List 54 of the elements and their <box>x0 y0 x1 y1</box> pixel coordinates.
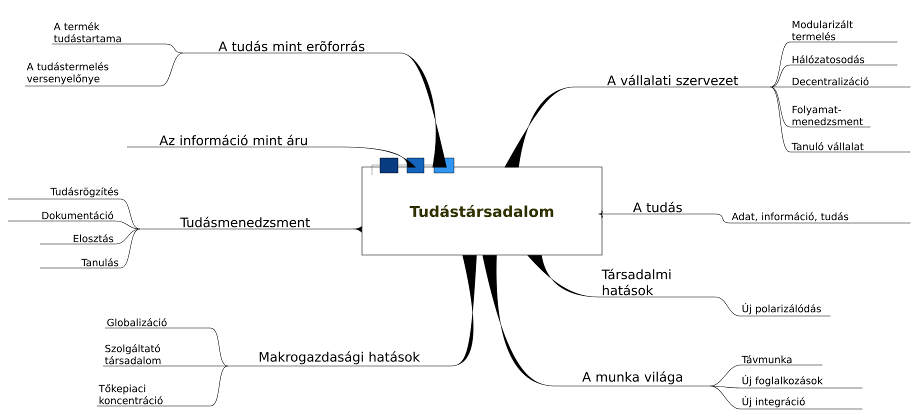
connector <box>770 86 790 128</box>
leaf-label: Modularizált termelés <box>790 20 898 42</box>
leaf-label: A termék tudástartama <box>52 22 166 44</box>
leaf-label: Adat, információ, tudás <box>730 212 911 224</box>
leaf-label: Dokumentáció <box>8 211 116 222</box>
connector <box>210 328 228 366</box>
branch-label: A munka világa <box>554 371 711 386</box>
leaf-label: Tanuló vállalat <box>790 142 911 152</box>
branch-label: Makrogazdasági hatások <box>228 351 451 366</box>
connector <box>710 386 740 388</box>
connector <box>115 228 140 244</box>
leaf-label: Elosztás <box>40 234 116 244</box>
connector <box>770 64 790 88</box>
connector <box>165 44 184 54</box>
branch-label: Tudásmenedzsment <box>140 216 351 230</box>
branch <box>527 255 600 298</box>
leaf-label: Hálózatosodás <box>790 55 898 66</box>
connector <box>120 198 140 230</box>
branch <box>450 255 477 366</box>
central-box: Tudástársadalom <box>362 166 602 256</box>
connector <box>160 52 184 86</box>
leaf-label: A tudástermelés versenyelőnye <box>24 62 161 86</box>
connector <box>710 386 740 410</box>
branch-label: A tudás mint erõforrás <box>182 40 401 54</box>
connector <box>770 42 790 88</box>
leaf-label: Távmunka <box>740 355 823 366</box>
leaf-label: Decentralizáció <box>790 77 911 88</box>
branch <box>350 226 362 233</box>
branch <box>504 86 576 168</box>
leaf-label: Szolgáltató társadalom <box>102 344 211 366</box>
branch-label: Társadalmi hatások <box>600 268 716 298</box>
connector <box>715 214 730 224</box>
leaf-label: Új integráció <box>740 396 863 410</box>
branch <box>340 146 416 168</box>
connector <box>210 366 228 406</box>
leaf-label: Tanulás <box>40 258 121 268</box>
leaf-label: Új foglalkozások <box>740 374 863 388</box>
branch <box>598 210 603 219</box>
leaf-label: Globalizáció <box>104 318 211 328</box>
branch <box>400 52 447 168</box>
connector <box>710 364 740 386</box>
connector <box>115 220 140 230</box>
leaf-label: Folyamat-menedzsment <box>790 106 871 128</box>
connector <box>120 228 140 268</box>
branch-label: A vállalati szervezet <box>574 74 771 88</box>
leaf-label: Tőkepiaci koncentráció <box>96 384 211 406</box>
branch <box>482 255 556 386</box>
leaf-label: Új polarizálódás <box>740 302 831 316</box>
connector <box>770 86 790 88</box>
connector <box>715 296 740 316</box>
branch-label: Az információ mint áru <box>126 134 341 148</box>
leaf-label: Tudásrögzítés <box>8 187 121 200</box>
connector <box>770 86 790 152</box>
branch-label: A tudás <box>600 202 716 214</box>
